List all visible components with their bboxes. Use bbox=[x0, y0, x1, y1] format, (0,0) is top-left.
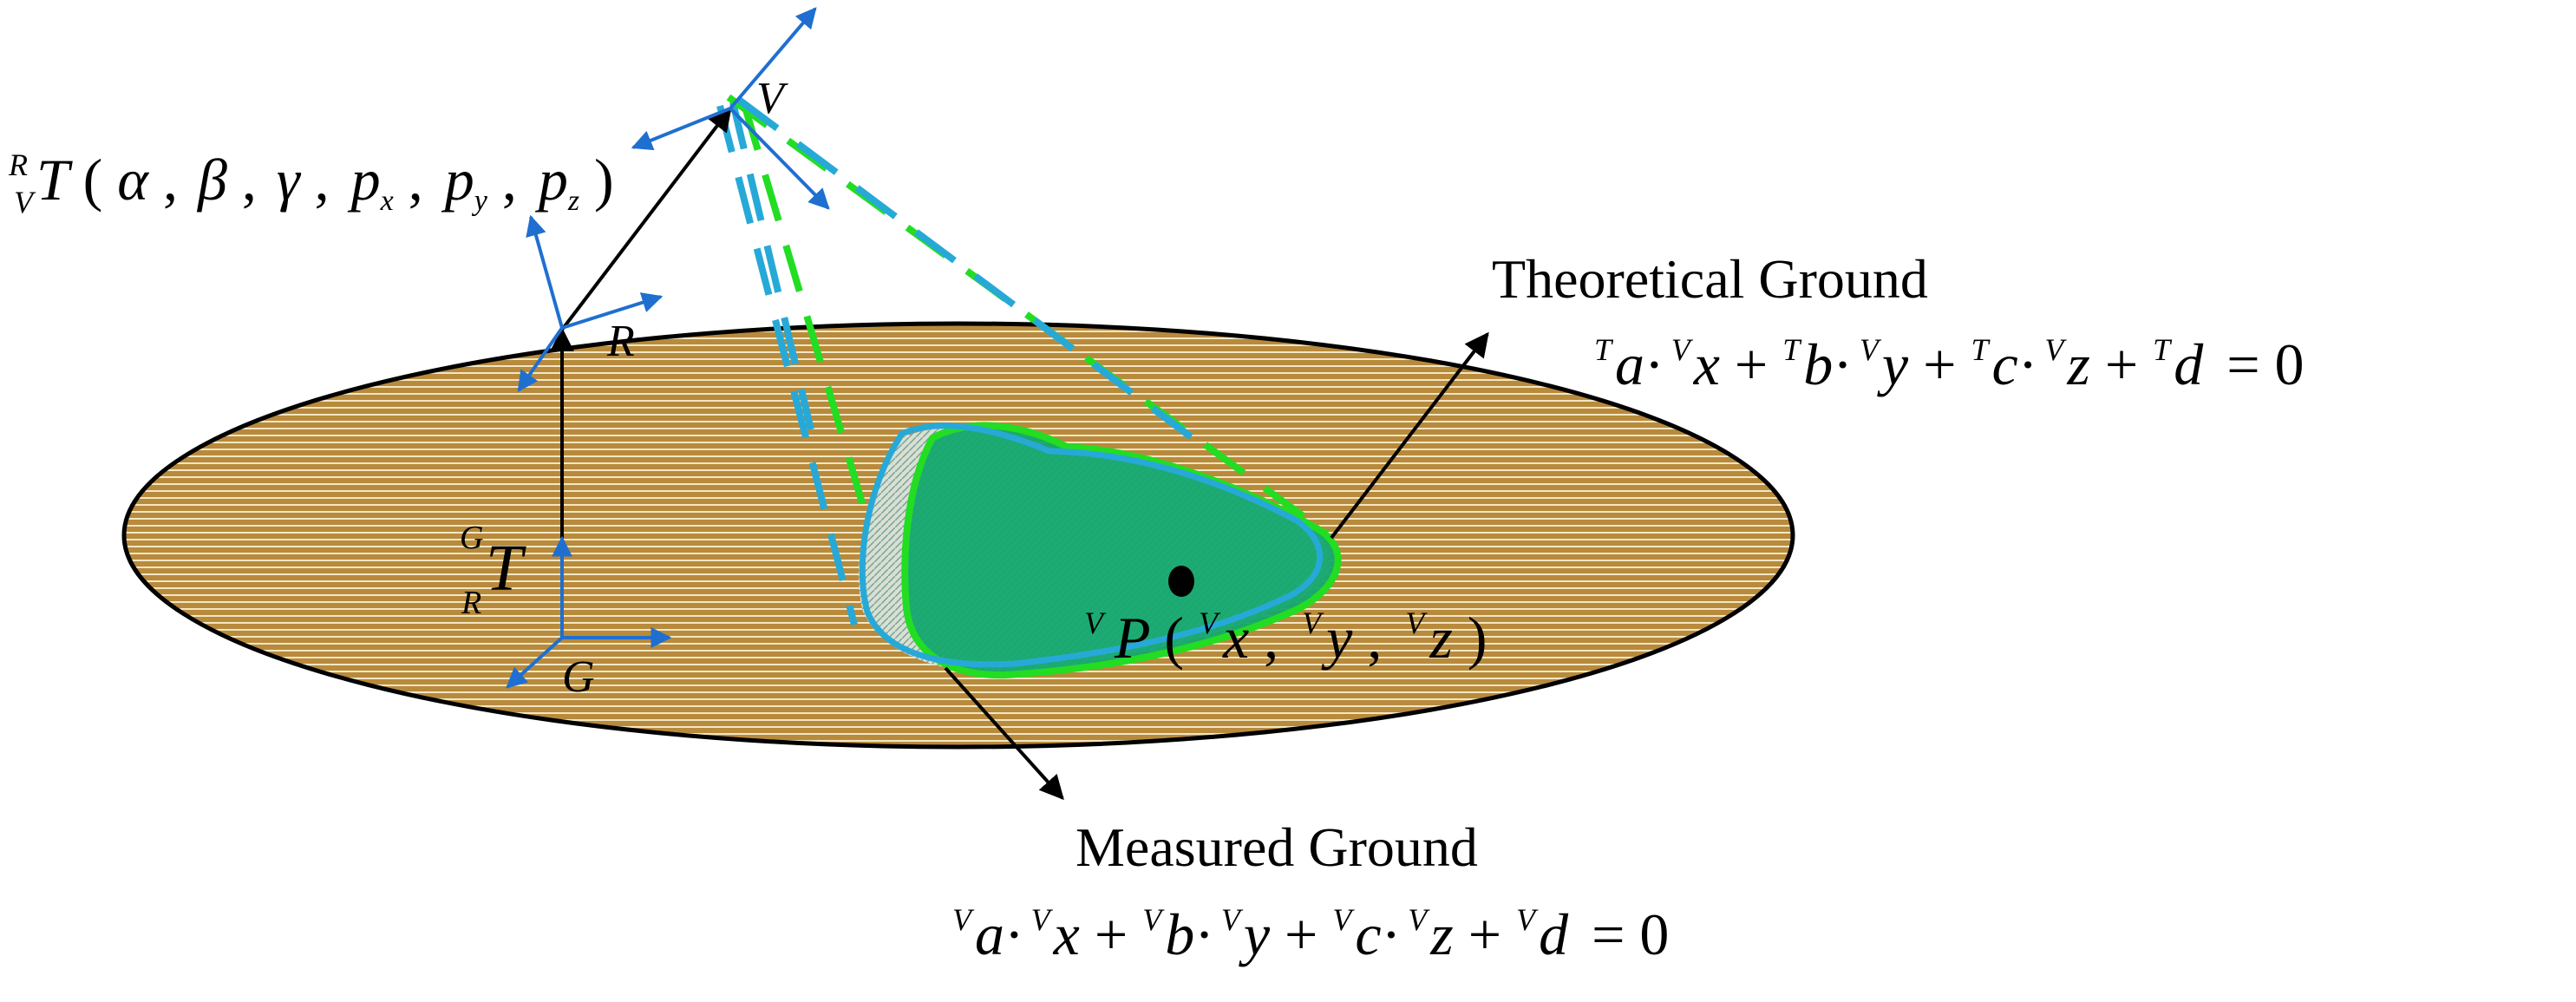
transform-symbol: T bbox=[36, 147, 73, 213]
measured-ground-equation: Va·Vx + Vb·Vy + Vc·Vz + Vd = 0 bbox=[952, 901, 1669, 967]
robot-frame-axes-icon bbox=[517, 214, 664, 392]
transform-superscript: R bbox=[8, 147, 28, 182]
measured-ground-region-outline bbox=[859, 422, 1324, 668]
vision-frame-axes-icon bbox=[631, 7, 830, 210]
transform-subscript: R bbox=[461, 585, 481, 621]
field-of-view-cone bbox=[716, 94, 1330, 626]
theoretical-ground-equation: Ta·Vx + Tb·Vy + Tc·Vz + Td = 0 bbox=[1594, 331, 2305, 397]
robot-to-vision-transform-label: R V T ( α , β , γ , px , py , pz ) bbox=[8, 122, 614, 226]
measured-ground-pointer-arrow bbox=[944, 666, 1064, 801]
robot-frame-label: R bbox=[606, 317, 635, 366]
measured-ground-title: Measured Ground bbox=[1076, 816, 1478, 878]
robot-to-vision-transform-arrow bbox=[560, 106, 732, 331]
theoretical-ground-pointer-arrow bbox=[1330, 331, 1489, 540]
ground-frame-axes-icon bbox=[506, 535, 672, 689]
ground-frame-label: G bbox=[562, 652, 595, 702]
transform-superscript: G bbox=[460, 520, 483, 556]
transform-symbol: T bbox=[486, 532, 526, 605]
theoretical-ground-title: Theoretical Ground bbox=[1492, 248, 1928, 310]
point-marker bbox=[1168, 566, 1194, 597]
ground-to-robot-transform-label: G T R bbox=[460, 520, 526, 621]
transform-subscript: V bbox=[14, 185, 36, 219]
vision-frame-label: V bbox=[756, 74, 788, 123]
point-label: V P ( Vx , Vy , Vz ) bbox=[1084, 580, 1487, 671]
